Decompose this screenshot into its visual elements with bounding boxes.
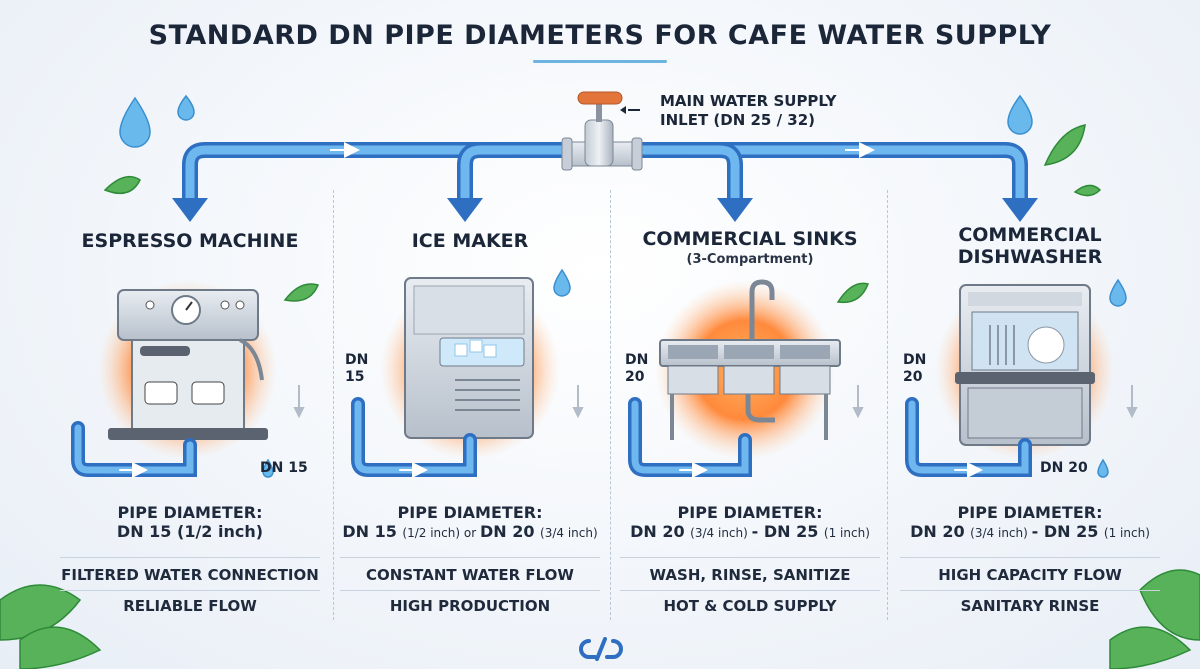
diameter-part: (3/4 inch) — [970, 526, 1032, 540]
feature-item: CONSTANT WATER FLOW — [366, 566, 574, 584]
appliance-column: ESPRESSO MACHINE DN 15 PIPE DIAMETER:DN 15… — [45, 0, 335, 669]
appliance-title: ESPRESSO MACHINE — [45, 230, 335, 252]
bottom-dn-label: DN 15 — [260, 460, 308, 476]
divider-line — [60, 590, 320, 591]
appliance-title: COMMERCIAL SINKS — [605, 228, 895, 250]
title-underline — [533, 60, 667, 63]
inlet-label-line1: MAIN WATER SUPPLY — [660, 92, 837, 110]
pipe-diameter-value: DN 20 (3/4 inch) - DN 25 (1 inch) — [885, 522, 1175, 541]
feature-item: SANITARY RINSE — [960, 597, 1100, 615]
pipe-diameter-value: DN 15 (1/2 inch) — [45, 522, 335, 541]
divider-line — [340, 557, 600, 558]
diameter-part: (3/4 inch) — [540, 526, 598, 540]
diameter-part: DN 15 — [342, 522, 403, 541]
dishwasher-illustration — [935, 280, 1115, 460]
pipe-diameter-value: DN 15 (1/2 inch) or DN 20 (3/4 inch) — [325, 522, 615, 541]
inlet-label-line2: INLET (DN 25 / 32) — [660, 111, 816, 129]
appliance-title-line: COMMERCIAL — [958, 224, 1102, 246]
feature-item: FILTERED WATER CONNECTION — [61, 566, 319, 584]
divider-line — [900, 557, 1160, 558]
appliance-title-line: COMMERCIAL SINKS — [642, 228, 858, 250]
diameter-part: - DN 25 — [1031, 522, 1104, 541]
appliance-title: ICE MAKER — [325, 230, 615, 252]
divider-line — [60, 557, 320, 558]
diameter-part: (3/4 inch) — [690, 526, 752, 540]
feature-item: HIGH PRODUCTION — [389, 597, 551, 615]
divider-line — [620, 557, 880, 558]
diameter-part: DN 20 — [630, 522, 691, 541]
side-dn-line: 20 — [625, 369, 645, 385]
diameter-part: (1 inch) — [823, 526, 870, 540]
column-divider — [333, 190, 334, 620]
flow-down-arrows — [293, 385, 1138, 419]
diameter-part: (1 inch) — [1103, 526, 1150, 540]
side-dn-line: 15 — [345, 369, 365, 385]
feature-item: HIGH CAPACITY FLOW — [938, 566, 1122, 584]
side-dn-line: DN — [345, 352, 369, 368]
divider-line — [340, 590, 600, 591]
appliance-subtitle: (3-Compartment) — [686, 252, 814, 267]
pipe-diameter-heading: PIPE DIAMETER: — [957, 503, 1103, 522]
feeder-pipes — [71, 397, 1032, 478]
valve-icon — [561, 91, 643, 171]
side-dn-line: 20 — [903, 369, 923, 385]
water-drop-icon — [119, 94, 1127, 478]
diameter-part: (1/2 inch) or — [402, 526, 480, 540]
pipe-diameter-heading: PIPE DIAMETER: — [117, 503, 263, 522]
leaf-icon — [0, 124, 1200, 669]
commercial-sinks-illustration — [655, 279, 841, 460]
feature-item: RELIABLE FLOW — [123, 597, 257, 615]
bottom-dn-label: DN 20 — [1040, 460, 1088, 476]
pipe-diameter-heading: PIPE DIAMETER: — [397, 503, 543, 522]
espresso-machine-illustration — [97, 280, 277, 460]
appliance-title-line: ESPRESSO MACHINE — [81, 230, 299, 252]
appliance-title-line: ICE MAKER — [411, 230, 529, 252]
ice-maker-illustration — [380, 277, 560, 460]
column-divider — [887, 190, 888, 620]
diameter-part: DN 15 (1/2 inch) — [116, 522, 264, 541]
main-inlet-label: MAIN WATER SUPPLY INLET (DN 25 / 32) — [660, 92, 837, 130]
page-title: STANDARD DN PIPE DIAMETERS FOR CAFE WATE… — [148, 20, 1052, 51]
diameter-part: - DN 25 — [751, 522, 824, 541]
feature-item: HOT & COLD SUPPLY — [663, 597, 837, 615]
pipe-diameter-value: DN 20 (3/4 inch) - DN 25 (1 inch) — [605, 522, 895, 541]
side-dn-line: DN — [903, 352, 927, 368]
diameter-part: DN 20 — [910, 522, 971, 541]
side-dn-line: DN — [625, 352, 649, 368]
divider-line — [620, 590, 880, 591]
divider-line — [900, 590, 1160, 591]
logo-icon — [579, 637, 623, 661]
pipe-diameter-heading: PIPE DIAMETER: — [677, 503, 823, 522]
diameter-part: DN 20 — [479, 522, 541, 541]
appliance-title-line: DISHWASHER — [957, 246, 1103, 268]
feature-item: WASH, RINSE, SANITIZE — [649, 566, 851, 584]
column-divider — [610, 190, 611, 620]
